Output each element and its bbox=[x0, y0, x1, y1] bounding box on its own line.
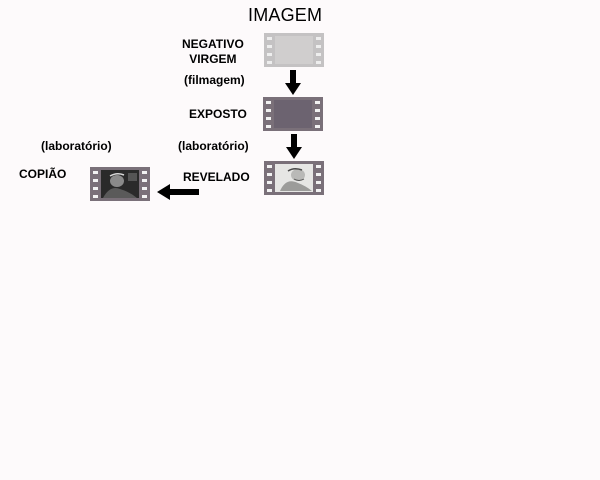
film-strip-exposto bbox=[263, 97, 323, 131]
arrow-down-icon bbox=[286, 134, 302, 159]
step-label-laboratorio-revelado: (laboratório) bbox=[178, 139, 249, 153]
step-label-laboratorio-copiao: (laboratório) bbox=[41, 139, 112, 153]
film-strip-virgem bbox=[264, 33, 324, 67]
step-label-filmagem: (filmagem) bbox=[184, 73, 245, 87]
diagram-title: IMAGEM bbox=[248, 5, 323, 25]
film-strip-copiao bbox=[90, 167, 150, 201]
stage-label-exposto: EXPOSTO bbox=[189, 107, 247, 121]
stage-label-virgem: VIRGEM bbox=[189, 52, 237, 66]
stage-label-negativo-virgem: NEGATIVO VIRGEM bbox=[182, 37, 244, 67]
stage-label-copiao: COPIÃO bbox=[19, 167, 67, 181]
film-strip-revelado bbox=[264, 161, 324, 195]
arrow-down-icon bbox=[285, 70, 301, 95]
arrow-left-icon bbox=[157, 184, 199, 200]
stage-label-negativo: NEGATIVO bbox=[182, 37, 244, 51]
stage-label-revelado: REVELADO bbox=[183, 170, 250, 184]
